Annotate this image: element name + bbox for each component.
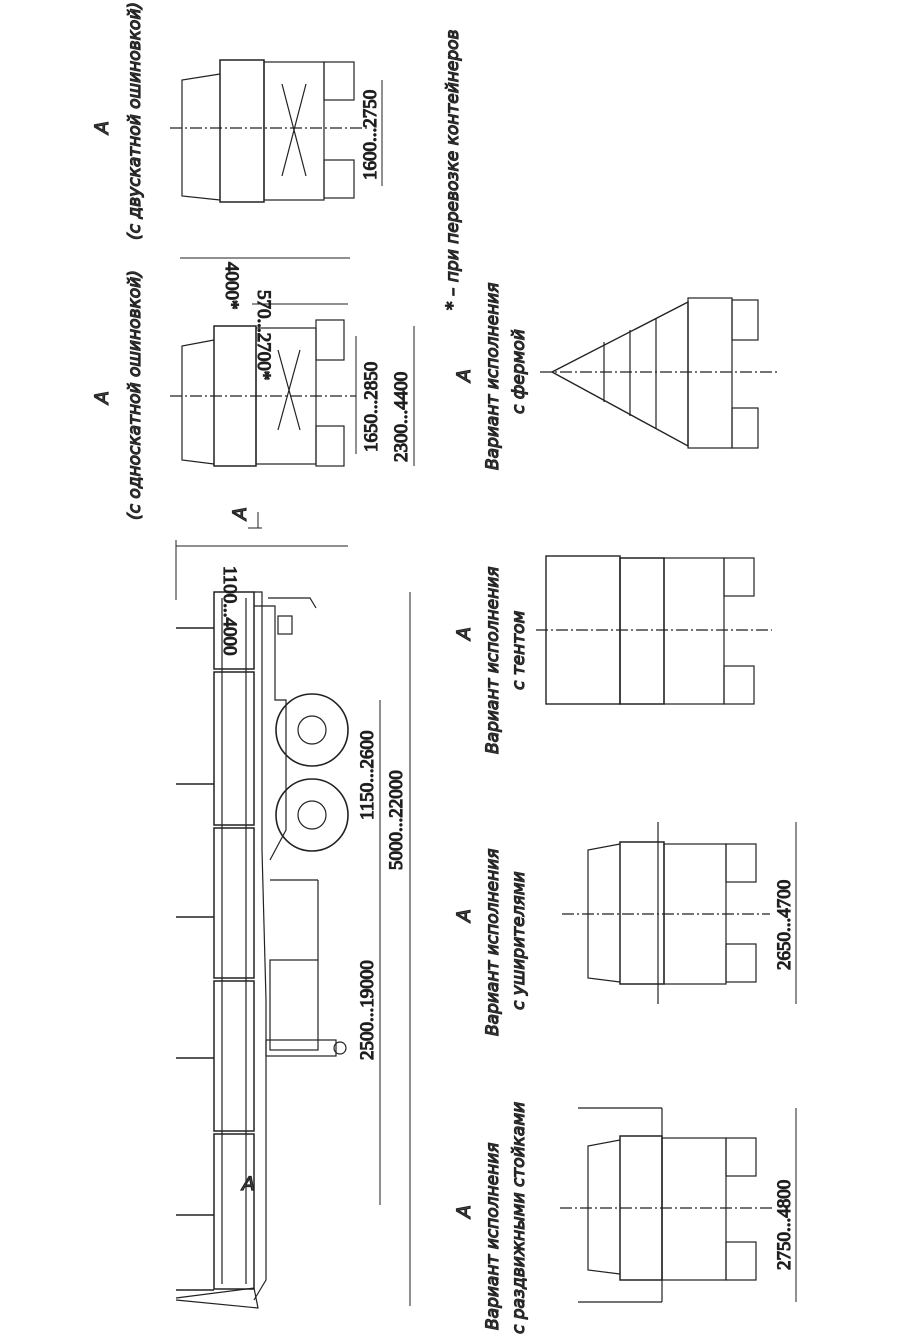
- trailer-side-view: A: [175, 591, 349, 1309]
- label-with-wideners: с уширителями: [509, 871, 529, 1010]
- view-arrow: A: [228, 506, 262, 529]
- stakes-view-marker: A: [453, 1205, 475, 1220]
- end-view-single-tire: [170, 257, 415, 467]
- dim-container-height: 570...2700*: [253, 290, 274, 380]
- dim-width-stakes: 2750...4800: [774, 1180, 795, 1270]
- dual-view-marker: A: [91, 121, 113, 136]
- side-dimensions: [175, 540, 411, 1306]
- variant-wideners-view: [562, 822, 797, 1004]
- section-marker: A: [240, 1173, 255, 1195]
- label-with-stakes: с раздвижными стойками: [509, 1102, 529, 1334]
- label-variant-wideners: Вариант исполнения: [483, 849, 503, 1037]
- single-view-marker: A: [91, 391, 113, 406]
- dim-axle-spread: 1150...2600: [357, 730, 378, 820]
- dim-deck-height: 1100...4000: [219, 566, 240, 656]
- truss-view-marker: A: [453, 369, 475, 384]
- label-with-truss: с фермой: [509, 329, 529, 414]
- variant-stakes-view: [560, 1107, 797, 1303]
- end-view-dual-tire: [170, 59, 383, 203]
- dim-track-dual: 1600...2750: [360, 90, 381, 180]
- label-variant-tent: Вариант исполнения: [483, 567, 503, 755]
- label-with-tent: с тентом: [509, 610, 529, 690]
- tent-view-marker: A: [453, 627, 475, 642]
- dim-width-single: 2300...4400: [391, 372, 412, 462]
- label-variant-truss: Вариант исполнения: [483, 283, 503, 471]
- view-arrow-label: A: [229, 507, 251, 522]
- wideners-view-marker: A: [453, 909, 475, 924]
- footnote: * – при перевозке контейнеров: [443, 29, 463, 310]
- variant-truss-view: [540, 297, 780, 449]
- dim-width-wideners: 2650...4700: [774, 880, 795, 970]
- variant-tent-view: [536, 555, 772, 705]
- dim-overall-length: 5000...22000: [386, 770, 407, 870]
- label-dual-tire: (с двускатной ошиновкой): [125, 2, 145, 240]
- label-variant-stakes: Вариант исполнения: [483, 1143, 503, 1331]
- label-single-tire: (с односкатной ошиновкой): [125, 270, 145, 520]
- dim-track-single: 1650...2850: [361, 362, 382, 452]
- dim-kingpin-axle: 2500...19000: [357, 960, 378, 1060]
- dim-height-single: 4000*: [221, 262, 242, 310]
